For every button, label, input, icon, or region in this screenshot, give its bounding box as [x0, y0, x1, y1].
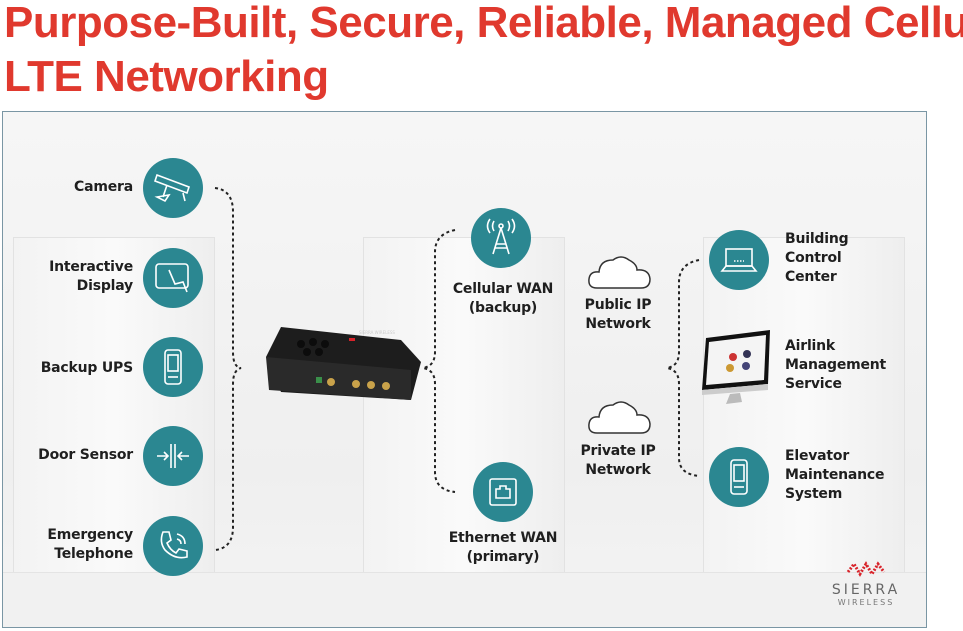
network-label-private: Private IP Network: [580, 443, 656, 478]
device-label-door-sensor: Door Sensor: [38, 447, 133, 463]
service-label-building-control: Building Control Center: [785, 231, 849, 285]
diagram-frame: Camera Interactive Display Backup UPS Do…: [2, 111, 927, 628]
device-label-emergency-telephone: Emergency Telephone: [47, 527, 133, 562]
service-brace: [666, 259, 700, 477]
router-brand: SIERRA WIRELESS: [359, 330, 395, 335]
cloud-icon: [587, 397, 653, 437]
device-label-camera: Camera: [74, 179, 133, 195]
telephone-icon: [143, 516, 203, 576]
connector-braces: [214, 187, 700, 551]
wan-label-cellular: Cellular WAN (backup): [452, 281, 554, 316]
page-title-line2: LTE Networking: [4, 52, 329, 101]
cell-tower-icon: [471, 208, 531, 268]
service-label-elevator-maintenance: Elevator Maintenance System: [785, 448, 885, 502]
service-label-airlink: Airlink Management Service: [785, 338, 887, 392]
floor: [3, 572, 926, 627]
handheld-device-icon: [709, 447, 769, 507]
door-sensor-icon: [143, 426, 203, 486]
touch-display-icon: [143, 248, 203, 308]
laptop-icon: [709, 230, 769, 290]
network-label-public: Public IP Network: [584, 297, 652, 332]
wan-brace: [422, 229, 456, 493]
cloud-icon: [587, 252, 653, 292]
ethernet-port-icon: [473, 462, 533, 522]
device-label-backup-ups: Backup UPS: [40, 360, 134, 376]
monitor-icon: [700, 330, 772, 406]
elevator-door: [363, 237, 565, 579]
device-brace: [214, 187, 242, 551]
page-title-line1: Purpose-Built, Secure, Reliable, Managed…: [4, 0, 963, 47]
logo-text-sierra: SIERRA: [831, 582, 901, 598]
router-device: SIERRA WIRELESS: [261, 322, 426, 407]
ups-device-icon: [143, 337, 203, 397]
sierra-wireless-logo: SIERRA WIRELESS: [821, 560, 911, 607]
logo-mark: [846, 561, 886, 577]
logo-text-wireless: WIRELESS: [837, 598, 895, 607]
wan-label-ethernet: Ethernet WAN (primary): [448, 530, 558, 565]
camera-icon: [143, 158, 203, 218]
device-label-interactive-display: Interactive Display: [49, 259, 133, 294]
